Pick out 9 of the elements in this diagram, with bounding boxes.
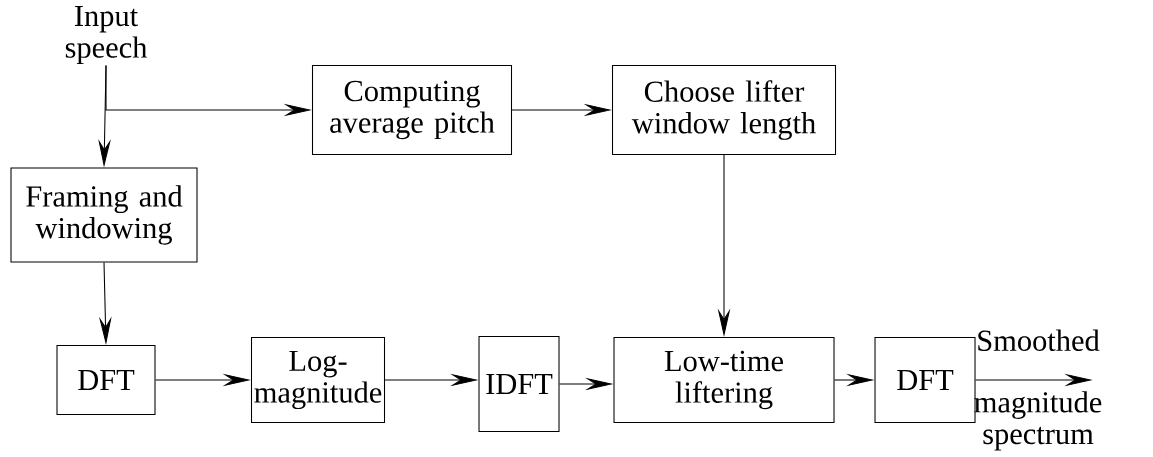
process-box: Choose lifter window length xyxy=(612,64,837,156)
input-label: Input speech xyxy=(65,5,148,65)
process-box: Low-time liftering xyxy=(613,336,835,424)
process-box: Computing average pitch xyxy=(311,64,513,156)
process-box: IDFT xyxy=(478,335,560,433)
process-box: DFT xyxy=(56,344,156,416)
process-box: Framing and windowing xyxy=(10,167,198,263)
output-label: Smoothed magnitude spectrum xyxy=(974,329,1102,451)
process-box: Log-magnitude xyxy=(250,336,386,424)
